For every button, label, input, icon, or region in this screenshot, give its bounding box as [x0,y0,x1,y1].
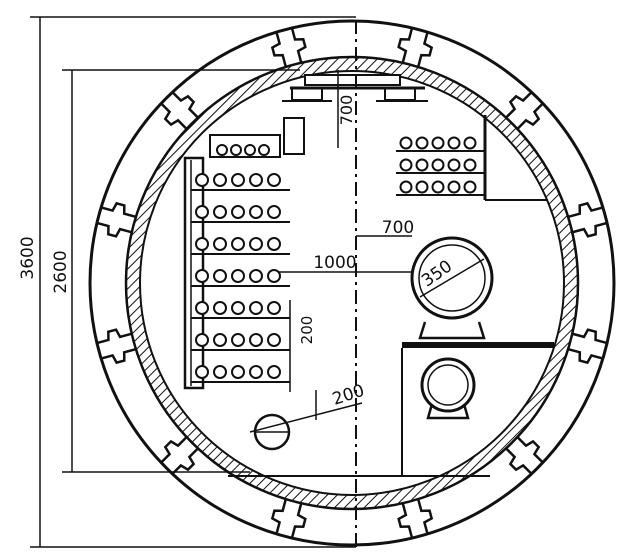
cable [267,365,281,379]
cable [195,333,209,347]
cable [231,269,245,283]
segment-joint [160,436,199,475]
cable [195,237,209,251]
cable [249,269,263,283]
cable [249,173,263,187]
segment-joint [567,328,608,365]
cable [431,136,445,150]
cable [447,136,461,150]
tunnel-lining [125,56,579,510]
dim-outer-height: 3600 [18,236,38,279]
segment-joint [270,498,307,539]
cable [399,180,413,194]
aisle-dimension [249,235,412,433]
cable [231,301,245,315]
segment-joint [96,201,137,238]
cable [249,333,263,347]
segment-joint [160,91,199,130]
dim-inner-height: 2600 [51,250,71,293]
left-cable-rack [183,117,305,390]
cable [415,180,429,194]
cable [463,136,477,150]
segment-joint [397,498,434,539]
cable [195,269,209,283]
cable [431,180,445,194]
cable [231,205,245,219]
segment-joint [270,27,307,68]
dim-tier-spacing: 200 [298,316,316,345]
segment-joint [96,328,137,365]
cable [195,205,209,219]
segment-joint [505,91,544,130]
cable [447,158,461,172]
cable [249,301,263,315]
cable [399,158,413,172]
cable [213,333,227,347]
cable [415,136,429,150]
cable [463,158,477,172]
cable [447,180,461,194]
upper-pipe [410,236,494,340]
segment-joint [505,436,544,475]
dim-crown-clearance: 700 [337,95,356,126]
cable [431,158,445,172]
segment-joint [397,27,434,68]
cable [267,269,281,283]
cable [213,237,227,251]
cable [213,173,227,187]
cable [230,144,242,156]
pipe-shelf [401,342,554,476]
cable [213,269,227,283]
crown-fitting [282,74,428,102]
drain-pipe [253,413,291,451]
cable [258,144,270,156]
dim-cable-offset: 200 [330,381,367,410]
cable [216,144,228,156]
segment-joints [96,27,608,539]
right-cable-tray [396,115,548,201]
cable [213,365,227,379]
segment-joint [567,201,608,238]
dim-aisle-width: 1000 [313,253,356,273]
cable [231,333,245,347]
cable [231,173,245,187]
cable [195,365,209,379]
lower-pipe [420,357,476,420]
cable [213,301,227,315]
cable [399,136,413,150]
cable [231,365,245,379]
cable [415,158,429,172]
cable [463,180,477,194]
cable [244,144,256,156]
cable [267,333,281,347]
cable [267,173,281,187]
cable [249,365,263,379]
cable [195,301,209,315]
cable [267,205,281,219]
cable [231,237,245,251]
cable [267,301,281,315]
cable [249,237,263,251]
cable [267,237,281,251]
cable [249,205,263,219]
dim-pipe-offset: 700 [382,218,414,238]
dimension-lines [30,16,356,548]
cable [213,205,227,219]
cable [195,173,209,187]
